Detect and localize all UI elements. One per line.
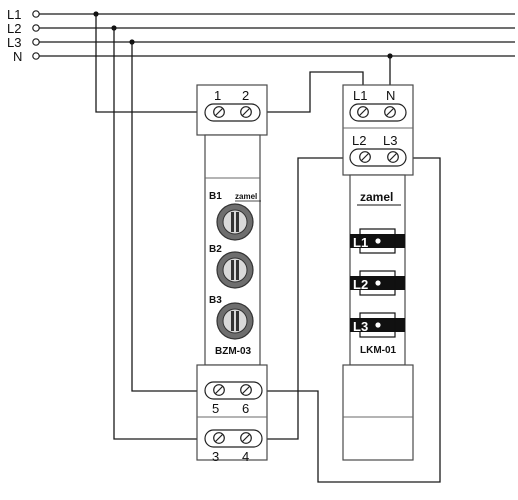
line-l1-terminal: [32, 10, 40, 18]
bzm-terminal-5-screw: [213, 384, 225, 396]
wire-l3-to-bzm-5: [131, 42, 206, 392]
wire-l2-to-bzm-3: [113, 28, 206, 440]
line-l2-label: L2: [7, 21, 21, 36]
bzm-module: 1 2 B1 B2 B3 zamel: [196, 84, 268, 464]
lkm-module: L1 N L2 L3 zamel L1: [342, 84, 414, 461]
bzm-terminal-3-label: 3: [212, 449, 219, 464]
bzm-knob-b3[interactable]: [216, 302, 254, 340]
wire-l1-to-bzm-1: [95, 14, 214, 113]
lkm-terminal-l2-screw: [359, 151, 371, 163]
lkm-indicator-l1-led: [375, 238, 381, 244]
bzm-terminal-6-label: 6: [242, 401, 249, 416]
lkm-terminal-l2-label: L2: [352, 133, 366, 148]
lkm-terminal-l3-screw: [387, 151, 399, 163]
lkm-indicator-l3-label: L3: [353, 319, 368, 334]
lkm-indicator-l3-led: [375, 322, 381, 328]
lkm-brand-logo: zamel: [360, 190, 393, 204]
bzm-knob-b3-label: B3: [209, 295, 222, 306]
lkm-terminal-n-label: N: [386, 88, 395, 103]
line-l3-label: L3: [7, 35, 21, 50]
wire-bzm-2-to-lkm-l1: [252, 71, 364, 113]
lkm-terminal-n-screw: [384, 106, 396, 118]
line-l1-label: L1: [7, 7, 21, 22]
bzm-terminal-4-label: 4: [242, 449, 249, 464]
lkm-model-label: LKM-01: [360, 345, 397, 356]
supply-lines: L1 L2 L3 N: [7, 7, 515, 64]
lkm-indicator-l1-label: L1: [353, 235, 368, 250]
line-l2-terminal: [32, 24, 40, 32]
line-l3-terminal: [32, 38, 40, 46]
lkm-indicator-l3: L3: [350, 312, 405, 338]
bzm-brand-logo: zamel: [235, 192, 257, 201]
junctions: [93, 11, 393, 59]
wires: [95, 14, 441, 483]
bzm-knob-b1[interactable]: [216, 203, 254, 241]
lkm-indicator-l1: L1: [350, 228, 405, 254]
bzm-terminal-6-screw: [240, 384, 252, 396]
bzm-terminal-2-label: 2: [242, 88, 249, 103]
wire-bzm-6-to-lkm-l3: [262, 157, 441, 483]
lkm-indicator-l2-led: [375, 280, 381, 286]
lkm-indicator-l2-label: L2: [353, 277, 368, 292]
bzm-terminal-1-screw: [213, 106, 225, 118]
line-n-terminal: [32, 52, 40, 60]
bzm-terminal-2-screw: [240, 106, 252, 118]
bzm-terminal-1-label: 1: [214, 88, 221, 103]
junction-l1: [93, 11, 99, 17]
lkm-indicator-l2: L2: [350, 270, 405, 296]
wire-bzm-4-to-lkm-l2: [262, 157, 357, 440]
lkm-bottom-block: [342, 364, 414, 461]
bzm-terminal-4-screw: [240, 432, 252, 444]
lkm-terminal-l3-label: L3: [383, 133, 397, 148]
bzm-knob-b2-label: B2: [209, 244, 222, 255]
bzm-terminal-5-label: 5: [212, 401, 219, 416]
lkm-terminal-l1-screw: [357, 106, 369, 118]
bzm-model-label: BZM-03: [215, 346, 252, 357]
bzm-terminal-3-screw: [213, 432, 225, 444]
line-n-label: N: [13, 49, 22, 64]
bzm-knob-b1-label: B1: [209, 191, 222, 202]
lkm-terminal-l1-label: L1: [353, 88, 367, 103]
bzm-knob-b2[interactable]: [216, 251, 254, 289]
